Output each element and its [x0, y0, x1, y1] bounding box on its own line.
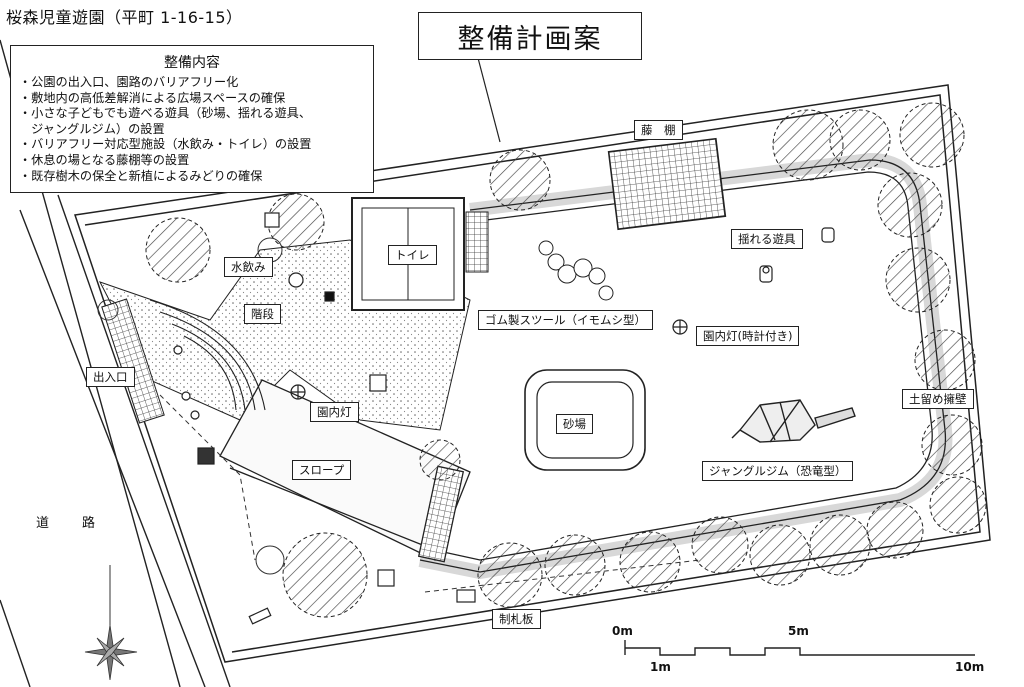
label-swing-toy: 揺れる遊具	[731, 229, 803, 249]
improvement-item: ジャングルジム）の設置	[19, 121, 165, 136]
new-trees	[97, 237, 285, 575]
label-road: 道 路	[36, 516, 106, 531]
label-wisteria: 藤 棚	[634, 120, 683, 140]
lights	[290, 319, 688, 400]
improvement-item: ・小さな子どもでも遊べる遊具（砂場、揺れる遊具、	[19, 106, 312, 121]
label-stairs: 階段	[244, 304, 281, 324]
label-sign-board: 制札板	[492, 609, 541, 629]
title-leader	[477, 57, 501, 143]
scale-one: 1m	[650, 660, 671, 674]
swing-toys	[759, 227, 835, 283]
wisteria-trellis	[607, 137, 727, 231]
label-drinking-fountain: 水飲み	[224, 257, 273, 277]
label-jungle-gym: ジャングルジム（恐竜型）	[702, 461, 854, 481]
entrance-strip	[101, 298, 165, 424]
improvement-item: ・バリアフリー対応型施設（水飲み・トイレ）の設置	[19, 137, 312, 152]
scale-ten: 10m	[955, 660, 985, 674]
improvements-list: ・公園の出入口、園路のバリアフリー化 ・敷地内の高低差解消による広場スペースの確…	[19, 75, 365, 184]
jungle-gym	[731, 399, 856, 443]
park-title: 桜森児童遊園（平町 1-16-15）	[6, 8, 243, 27]
label-toilet: トイレ	[388, 245, 437, 265]
plan-title: 整備計画案	[418, 12, 642, 60]
label-entrance: 出入口	[86, 367, 135, 387]
sandbox	[524, 369, 646, 471]
label-sandbox: 砂場	[556, 414, 593, 434]
improvement-item: ・敷地内の高低差解消による広場スペースの確保	[19, 90, 286, 105]
improvements-heading: 整備内容	[164, 55, 220, 71]
label-clock-light: 園内灯(時計付き)	[696, 326, 800, 346]
improvements-box: 整備内容 ・公園の出入口、園路のバリアフリー化 ・敷地内の高低差解消による広場ス…	[10, 45, 374, 193]
label-retaining-wall: 土留め擁壁	[902, 389, 974, 409]
improvement-item: ・公園の出入口、園路のバリアフリー化	[19, 75, 239, 89]
rubber-stools	[538, 240, 614, 301]
north-arrow-icon	[84, 565, 138, 681]
small-fixtures	[173, 212, 476, 625]
improvement-item: ・休息の場となる藤棚等の設置	[19, 152, 190, 167]
label-light: 園内灯	[310, 402, 359, 422]
label-slope: スロープ	[292, 460, 352, 480]
scale-five: 5m	[788, 624, 809, 638]
scale-bar	[624, 640, 975, 656]
scale-zero: 0m	[612, 624, 633, 638]
label-rubber-stool: ゴム製スツール（イモムシ型）	[478, 310, 653, 330]
existing-trees	[145, 102, 987, 618]
improvement-item: ・既存樹木の保全と新植によるみどりの確保	[19, 168, 263, 183]
stairs	[149, 299, 266, 411]
